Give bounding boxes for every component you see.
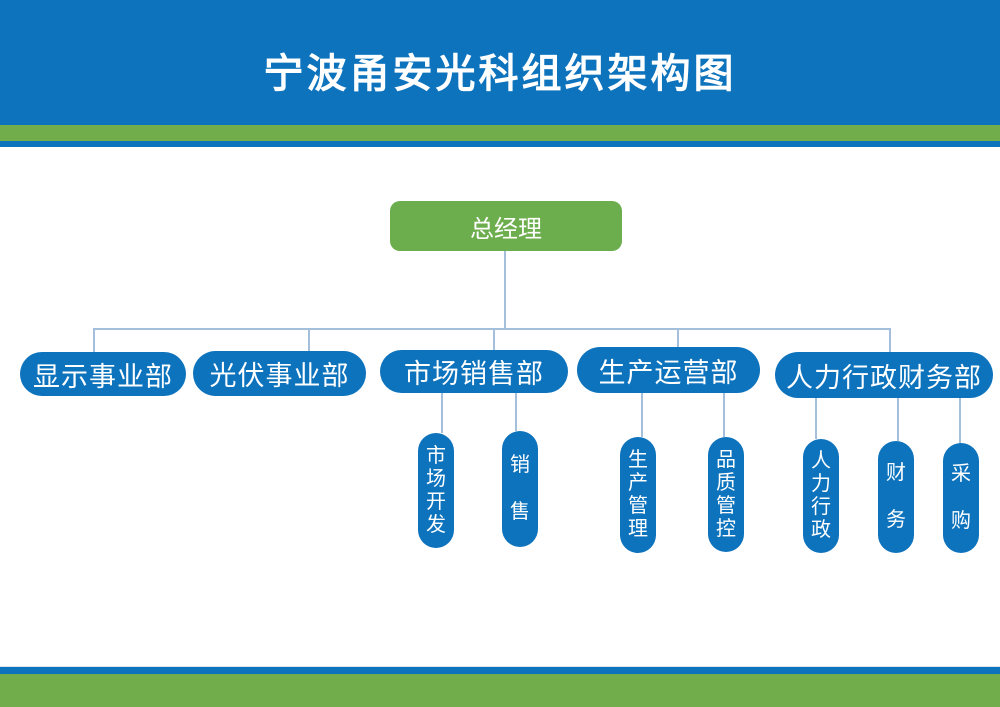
connector-sub-drop-market-dev [441, 393, 443, 433]
dept-node-operations: 生产运营部 [577, 347, 760, 393]
root-node-general-manager: 总经理 [390, 201, 622, 251]
dept-node-label: 生产运营部 [598, 357, 739, 388]
connector-sub-drop-hr-admin [815, 398, 817, 439]
top-blue-stripe [0, 141, 1000, 147]
bottom-green-stripe [0, 674, 1000, 707]
connector-sub-drop-production-mgmt [641, 393, 643, 437]
connector-sub-drop-quality-control [723, 393, 725, 437]
sub-node-production-mgmt: 生产管理 [620, 437, 656, 553]
sub-node-market-dev: 市场开发 [418, 433, 454, 548]
sub-node-label: 采购 [951, 463, 971, 532]
dept-node-pv: 光伏事业部 [193, 351, 366, 396]
dept-node-label: 光伏事业部 [209, 361, 350, 391]
sub-node-label: 人力行政 [811, 450, 831, 541]
sub-node-label: 品质管控 [716, 448, 736, 540]
sub-node-label: 财务 [886, 462, 906, 531]
connector-drop-pv [308, 328, 310, 351]
dept-node-hr-finance: 人力行政财务部 [775, 352, 993, 398]
sub-node-label: 销售 [510, 454, 530, 523]
connector-sub-drop-procurement [959, 398, 961, 443]
sub-node-hr-admin: 人力行政 [803, 439, 839, 553]
sub-node-label: 生产管理 [628, 449, 648, 540]
connector-drop-sales [493, 328, 495, 350]
top-green-stripe [0, 125, 1000, 141]
connector-sub-drop-finance [897, 398, 899, 441]
dept-node-label: 人力行政财务部 [786, 362, 982, 393]
connector-drop-operations [677, 328, 679, 347]
dept-node-label: 显示事业部 [33, 361, 173, 392]
sub-node-procurement: 采购 [943, 443, 979, 553]
connector-drop-hr-finance [889, 328, 891, 352]
connector-sub-drop-selling [515, 393, 517, 431]
connector-root-riser [504, 251, 506, 330]
root-node-label: 总经理 [470, 215, 542, 243]
title-banner: 宁波甬安光科组织架构图 [0, 0, 1000, 125]
sub-node-finance: 财务 [878, 441, 914, 553]
sub-node-label: 市场开发 [426, 444, 446, 536]
connector-horizontal-rail [93, 328, 891, 330]
sub-node-selling: 销售 [502, 431, 538, 547]
page-title: 宁波甬安光科组织架构图 [263, 51, 737, 96]
connector-drop-display [93, 328, 95, 352]
dept-node-sales: 市场销售部 [380, 350, 568, 393]
dept-node-display: 显示事业部 [20, 352, 186, 396]
bottom-blue-stripe [0, 666, 1000, 674]
dept-node-label: 市场销售部 [404, 359, 544, 389]
org-chart-canvas: 总经理 显示事业部 光伏事业部 市场销售部 生产运营部 人力行政财务部 市场开发… [0, 147, 1000, 666]
sub-node-quality-control: 品质管控 [708, 437, 744, 552]
